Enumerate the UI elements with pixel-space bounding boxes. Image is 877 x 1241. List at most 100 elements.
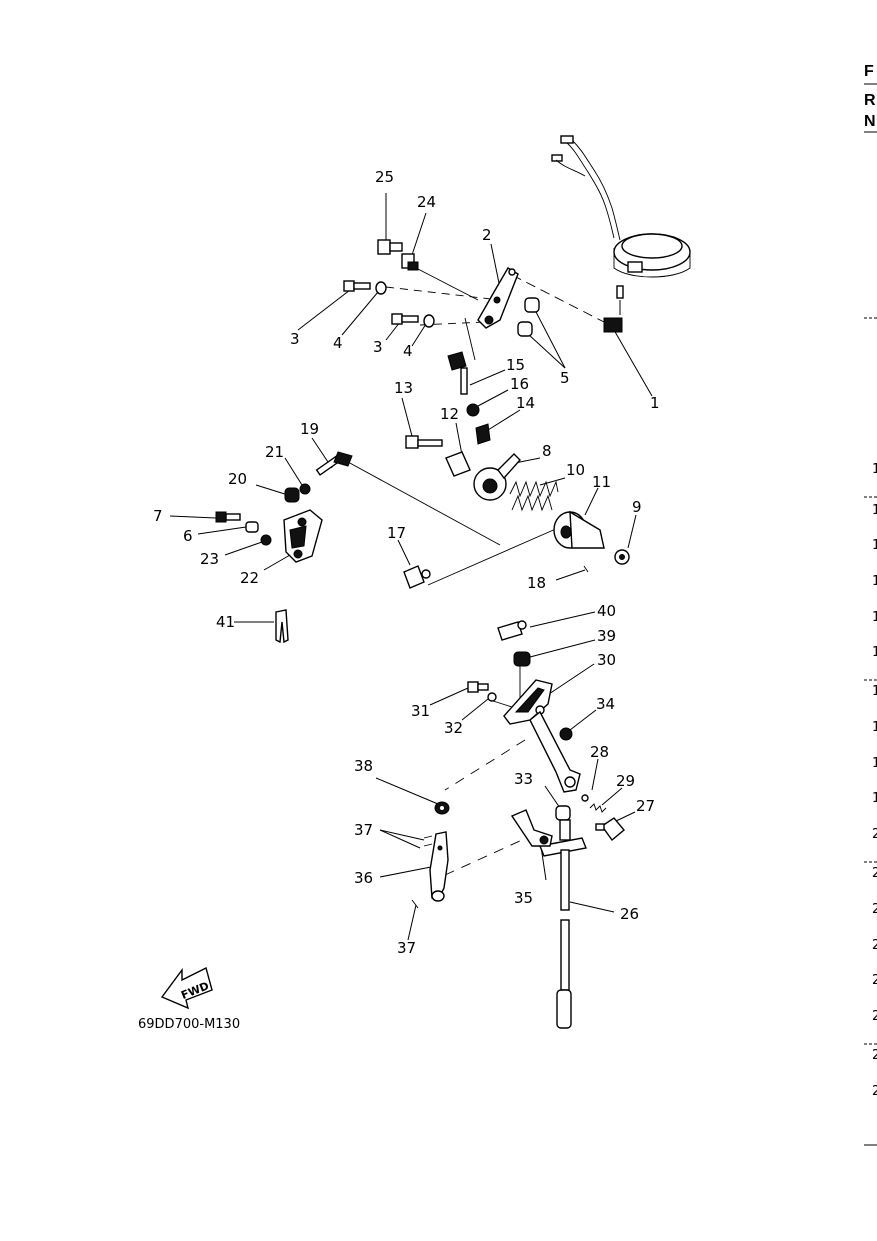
- callout-35: 35: [514, 889, 533, 907]
- callout-5: 5: [560, 369, 570, 387]
- bushing-part-20: [284, 487, 300, 503]
- row-digit: 1: [872, 645, 877, 660]
- lever-part-36: [429, 831, 449, 902]
- spring-part-10: [509, 480, 559, 512]
- callout-10: 10: [566, 461, 585, 479]
- bolt-part-31: [467, 681, 489, 693]
- row-digit: 1: [872, 610, 877, 625]
- callout-29: 29: [616, 772, 635, 790]
- row-digit: 2: [872, 1084, 877, 1099]
- washer-part-38: [434, 801, 450, 815]
- screw-part-3: [343, 280, 419, 325]
- bracket-part-35: [510, 809, 553, 847]
- diagram-code: 69DD700-M130: [138, 1017, 240, 1032]
- knob-part-27: [595, 817, 625, 842]
- callout-41: 41: [216, 613, 235, 631]
- collar-part-6: [245, 521, 259, 533]
- row-digit: 2: [872, 866, 877, 881]
- callout-4b: 4: [403, 342, 413, 360]
- callout-4a: 4: [333, 334, 343, 352]
- lever-part-2: [477, 267, 519, 329]
- right-column-fragment: F R N 1 1 1 1 1 1 1 1 1 1 2 2 2 2 2 2 2 …: [864, 63, 877, 1146]
- callout-20: 20: [228, 470, 247, 488]
- leader-lines: [169, 193, 653, 941]
- row-digit: 1: [872, 791, 877, 806]
- lever-part-30: [503, 679, 581, 793]
- row-digit: 1: [872, 462, 877, 477]
- row-digit: 1: [872, 684, 877, 699]
- callout-37b: 37: [397, 939, 416, 957]
- washer-part-23: [260, 534, 272, 546]
- switch-harness-part-1: [551, 135, 691, 333]
- callout-12: 12: [440, 405, 459, 423]
- callout-30: 30: [597, 651, 616, 669]
- row-digit: 2: [872, 973, 877, 988]
- row-digit: 1: [872, 720, 877, 735]
- header-letter-n: N: [864, 113, 876, 130]
- callout-36: 36: [354, 869, 373, 887]
- clip-part-41: [275, 609, 289, 644]
- callout-25: 25: [375, 168, 394, 186]
- callout-3b: 3: [373, 338, 383, 356]
- bolt-part-7: [215, 511, 241, 523]
- callout-13: 13: [394, 379, 413, 397]
- callout-2: 2: [482, 226, 492, 244]
- link-part-15: [447, 351, 468, 395]
- row-digit: 1: [872, 756, 877, 771]
- callout-26: 26: [620, 905, 639, 923]
- collar-part-12: [445, 451, 471, 477]
- collar-part-34: [559, 727, 573, 741]
- row-digit: 2: [872, 827, 877, 842]
- callout-17: 17: [387, 524, 406, 542]
- washer-part-32: [487, 692, 497, 702]
- callout-14: 14: [516, 394, 535, 412]
- callout-21: 21: [265, 443, 284, 461]
- bushing-part-33: [555, 805, 571, 821]
- callout-37a: 37: [354, 821, 373, 839]
- callout-24: 24: [417, 193, 436, 211]
- row-digit: 2: [872, 1048, 877, 1063]
- callout-15: 15: [506, 356, 525, 374]
- callout-22: 22: [240, 569, 259, 587]
- row-digit: 2: [872, 1009, 877, 1024]
- callout-28: 28: [590, 743, 609, 761]
- parts: [215, 135, 691, 1029]
- bolt-part-25: [377, 239, 403, 255]
- row-digit: 1: [872, 538, 877, 553]
- cotter-pin-part-37: [411, 835, 433, 909]
- callout-40: 40: [597, 602, 616, 620]
- callout-33: 33: [514, 770, 533, 788]
- row-digit: 1: [872, 574, 877, 589]
- bolt-part-13: [405, 435, 443, 449]
- ball-part-28: [581, 794, 589, 802]
- callout-23: 23: [200, 550, 219, 568]
- pin-part-18: [583, 565, 589, 573]
- callout-11: 11: [592, 473, 611, 491]
- joint-part-40: [497, 620, 527, 641]
- callout-8: 8: [542, 442, 552, 460]
- row-digit: 2: [872, 938, 877, 953]
- lever-part-8: [473, 453, 521, 501]
- callout-18: 18: [527, 574, 546, 592]
- header-letter-r: R: [864, 92, 876, 109]
- callout-38: 38: [354, 757, 373, 775]
- rod-end-part-19: [315, 451, 353, 476]
- callout-19: 19: [300, 420, 319, 438]
- collar-part-24: [401, 253, 419, 271]
- callout-7: 7: [153, 507, 163, 525]
- callout-31: 31: [411, 702, 430, 720]
- joint-part-14: [475, 423, 491, 445]
- callout-1: 1: [650, 394, 660, 412]
- callout-34: 34: [596, 695, 615, 713]
- callout-3a: 3: [290, 330, 300, 348]
- shift-rod-part-26: [539, 819, 587, 1029]
- callout-numbers: 1 2 3 3 4 4 5 6 7 8 9 10 11 12 13 14 15 …: [153, 168, 660, 957]
- nut-part-21: [299, 483, 311, 495]
- nut-part-16: [466, 403, 480, 417]
- callout-16: 16: [510, 375, 529, 393]
- callout-6: 6: [183, 527, 193, 545]
- rod-end-part-17: [403, 565, 431, 589]
- row-digit: 1: [872, 503, 877, 518]
- callout-39: 39: [597, 627, 616, 645]
- callout-9: 9: [632, 498, 642, 516]
